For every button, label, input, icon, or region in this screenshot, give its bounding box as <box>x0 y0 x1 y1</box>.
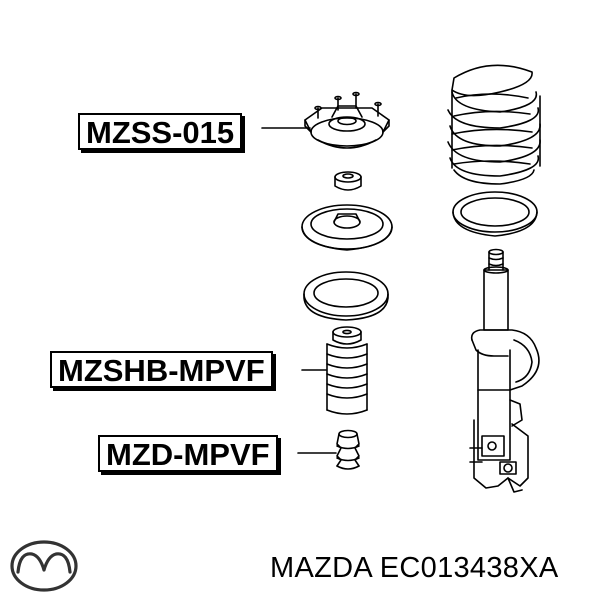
lower-spring-pad <box>452 191 538 237</box>
mazda-logo-icon <box>10 540 78 592</box>
part-code-label: MZSHB-MPVF <box>50 351 273 388</box>
bump-stop <box>336 429 360 470</box>
upper-spring-seat <box>301 204 393 251</box>
strut-mount <box>304 91 390 149</box>
spring-pad-ring <box>303 271 389 321</box>
dust-boot <box>326 326 368 415</box>
shock-absorber <box>469 248 540 493</box>
part-code-label: MZD-MPVF <box>98 435 278 472</box>
coil-spring <box>447 64 541 185</box>
footer-part-number: MAZDA EC013438XA <box>270 552 559 584</box>
part-code-label: MZSS-015 <box>78 113 243 150</box>
bearing-bushing <box>334 171 362 191</box>
